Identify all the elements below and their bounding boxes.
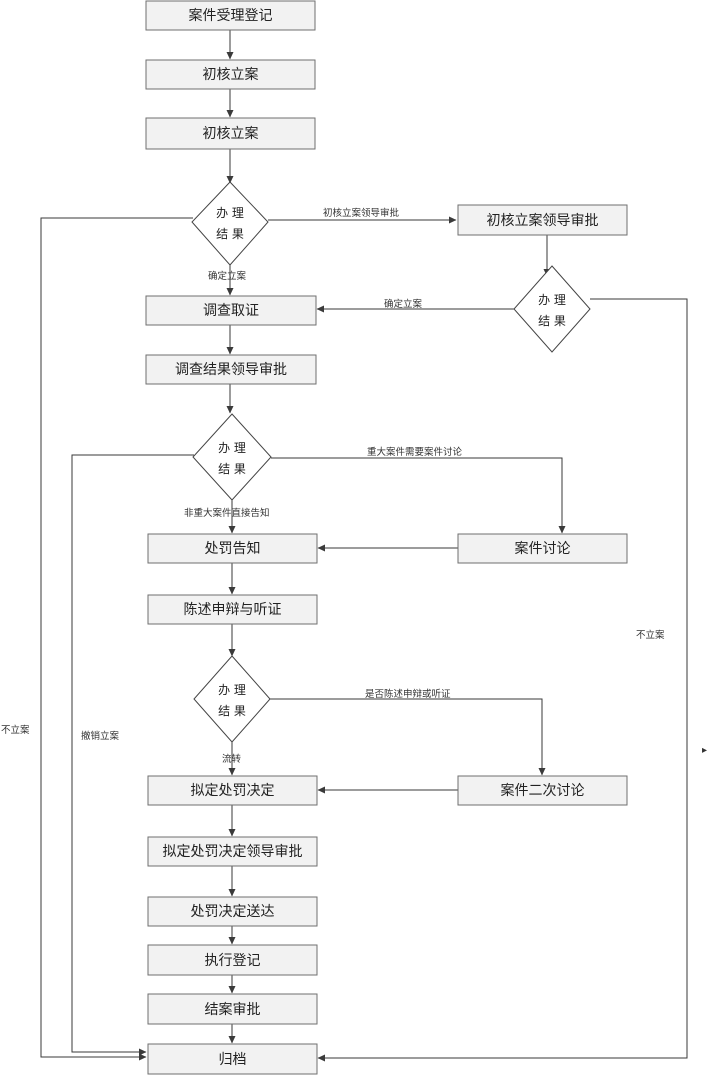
label-confirm-filing-down: 确定立案 (208, 270, 247, 282)
node-closing-approval: 结案审批 (147, 993, 318, 1025)
node-initial-filing-2: 初核立案 (145, 117, 316, 150)
node-investigate: 调查取证 (145, 295, 317, 326)
node-decision-delivery: 处罚决定送达 (147, 896, 318, 927)
node-statement-hearing: 陈述申辩与听证 (147, 594, 318, 625)
node-initial-filing-1: 初核立案 (145, 59, 316, 90)
label-non-major-case: 非重大案件直接告知 (184, 507, 270, 519)
decision-d2: 办 理 结 果 (192, 413, 272, 501)
label-not-filed-right: 不立案 (636, 629, 665, 641)
svg-text:结案审批: 结案审批 (205, 1001, 261, 1018)
node-register: 案件受理登记 (145, 0, 316, 31)
svg-text:陈述申辩与听证: 陈述申辩与听证 (184, 601, 282, 618)
node-case-discussion: 案件讨论 (457, 533, 628, 564)
label-statement-hearing-q: 是否陈述申辩或听证 (365, 688, 451, 700)
edge-d1-not-filed-to-archive (40, 217, 193, 1061)
node-execution-register: 执行登记 (147, 944, 318, 976)
node-leader-approval-initial: 初核立案领导审批 (457, 204, 628, 236)
edges (40, 30, 688, 1062)
edge-d3-to-second-discussion (270, 698, 546, 776)
svg-text:办 理: 办 理 (218, 440, 246, 455)
svg-text:案件二次讨论: 案件二次讨论 (501, 782, 585, 799)
svg-text:拟定处罚决定领导审批: 拟定处罚决定领导审批 (163, 844, 303, 860)
svg-text:处罚决定送达: 处罚决定送达 (191, 904, 275, 920)
node-second-discussion: 案件二次讨论 (457, 775, 628, 806)
svg-text:结 果: 结 果 (538, 314, 566, 328)
label-revoke-filing: 撤销立案 (81, 730, 120, 742)
svg-text:执行登记: 执行登记 (205, 953, 261, 969)
label-transfer: 流转 (222, 753, 242, 765)
svg-text:处罚告知: 处罚告知 (205, 540, 261, 557)
stray-arrow-glyph: ▸ (702, 745, 707, 756)
edge-d2-revoke-to-archive (71, 454, 194, 1056)
node-investigation-approval: 调查结果领导审批 (145, 354, 317, 385)
decision-d3: 办 理 结 果 (193, 655, 271, 743)
svg-text:调查结果领导审批: 调查结果领导审批 (175, 362, 287, 378)
svg-text:办 理: 办 理 (218, 682, 246, 697)
edge-d2-to-case-discussion (271, 457, 566, 534)
label-major-case: 重大案件需要案件讨论 (367, 446, 463, 458)
svg-text:归档: 归档 (219, 1051, 247, 1068)
label-to-leader-approval: 初核立案领导审批 (323, 207, 400, 219)
svg-text:初核立案: 初核立案 (203, 125, 259, 142)
svg-text:结 果: 结 果 (218, 704, 246, 718)
svg-text:初核立案领导审批: 初核立案领导审批 (487, 212, 599, 229)
svg-text:结 果: 结 果 (216, 227, 244, 241)
node-penalty-notice: 处罚告知 (147, 533, 318, 564)
svg-text:办 理: 办 理 (216, 205, 244, 220)
node-draft-decision-approval: 拟定处罚决定领导审批 (147, 836, 318, 867)
svg-text:结 果: 结 果 (218, 462, 246, 476)
label-not-filed-left: 不立案 (1, 724, 30, 736)
svg-text:调查取证: 调查取证 (203, 303, 259, 319)
svg-text:拟定处罚决定: 拟定处罚决定 (191, 783, 275, 799)
decision-d4: 办 理 结 果 (513, 265, 591, 353)
decision-d1: 办 理 结 果 (191, 181, 269, 266)
svg-text:办 理: 办 理 (538, 292, 566, 307)
node-archive: 归档 (147, 1043, 318, 1075)
edge-d4-not-filed-to-archive (317, 298, 688, 1062)
svg-text:初核立案: 初核立案 (203, 66, 259, 83)
svg-text:案件受理登记: 案件受理登记 (189, 7, 273, 24)
node-draft-decision: 拟定处罚决定 (147, 775, 318, 806)
svg-text:案件讨论: 案件讨论 (515, 540, 571, 557)
label-confirm-filing-left: 确定立案 (384, 298, 423, 310)
